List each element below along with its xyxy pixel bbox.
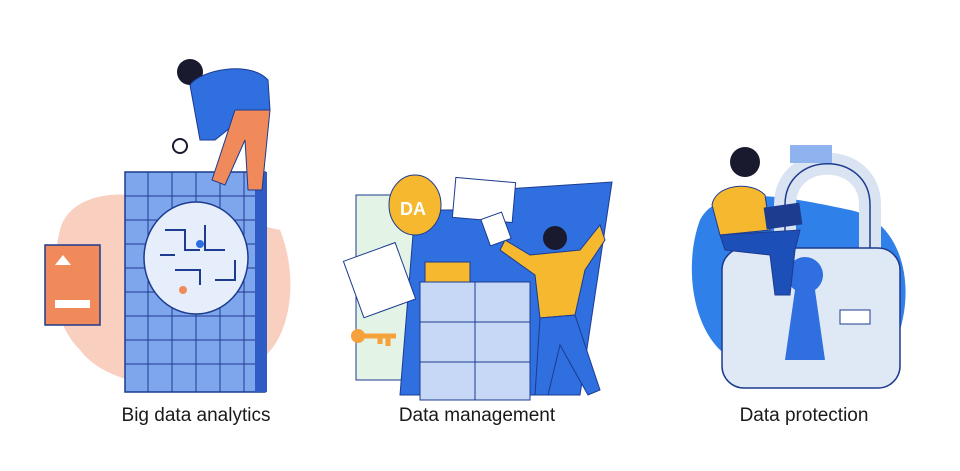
building-side bbox=[255, 172, 267, 392]
file-cabinet bbox=[419, 261, 531, 401]
key-head bbox=[351, 329, 365, 343]
analyst-person bbox=[172, 59, 271, 191]
document-line bbox=[55, 300, 90, 308]
magnified-circuit-circle bbox=[143, 201, 249, 315]
filing-person bbox=[480, 211, 606, 396]
circuit-node bbox=[196, 240, 204, 248]
lock-dial bbox=[839, 309, 871, 325]
badge-text: DA bbox=[400, 199, 426, 219]
document-sheet bbox=[342, 241, 417, 319]
paper-sheet bbox=[451, 176, 517, 224]
keyhole bbox=[785, 257, 825, 360]
data-note bbox=[790, 145, 832, 163]
caption-data-management: Data management bbox=[398, 405, 556, 426]
orange-document bbox=[44, 244, 101, 326]
big-data-analytics-illustration bbox=[44, 59, 291, 393]
laptop-icon bbox=[763, 202, 803, 230]
shackle-outline bbox=[784, 163, 871, 255]
caption-data-protection: Data protection bbox=[739, 405, 869, 426]
yellow-badge bbox=[388, 174, 442, 236]
protection-person bbox=[711, 147, 803, 296]
caption-big-data-analytics: Big data analytics bbox=[121, 405, 271, 426]
document-icon bbox=[55, 255, 71, 265]
circuit-node bbox=[179, 286, 187, 294]
data-management-illustration: DA bbox=[342, 174, 613, 401]
circuit-paths bbox=[160, 225, 236, 285]
magnifier-icon bbox=[172, 138, 188, 154]
data-protection-illustration bbox=[691, 145, 906, 389]
